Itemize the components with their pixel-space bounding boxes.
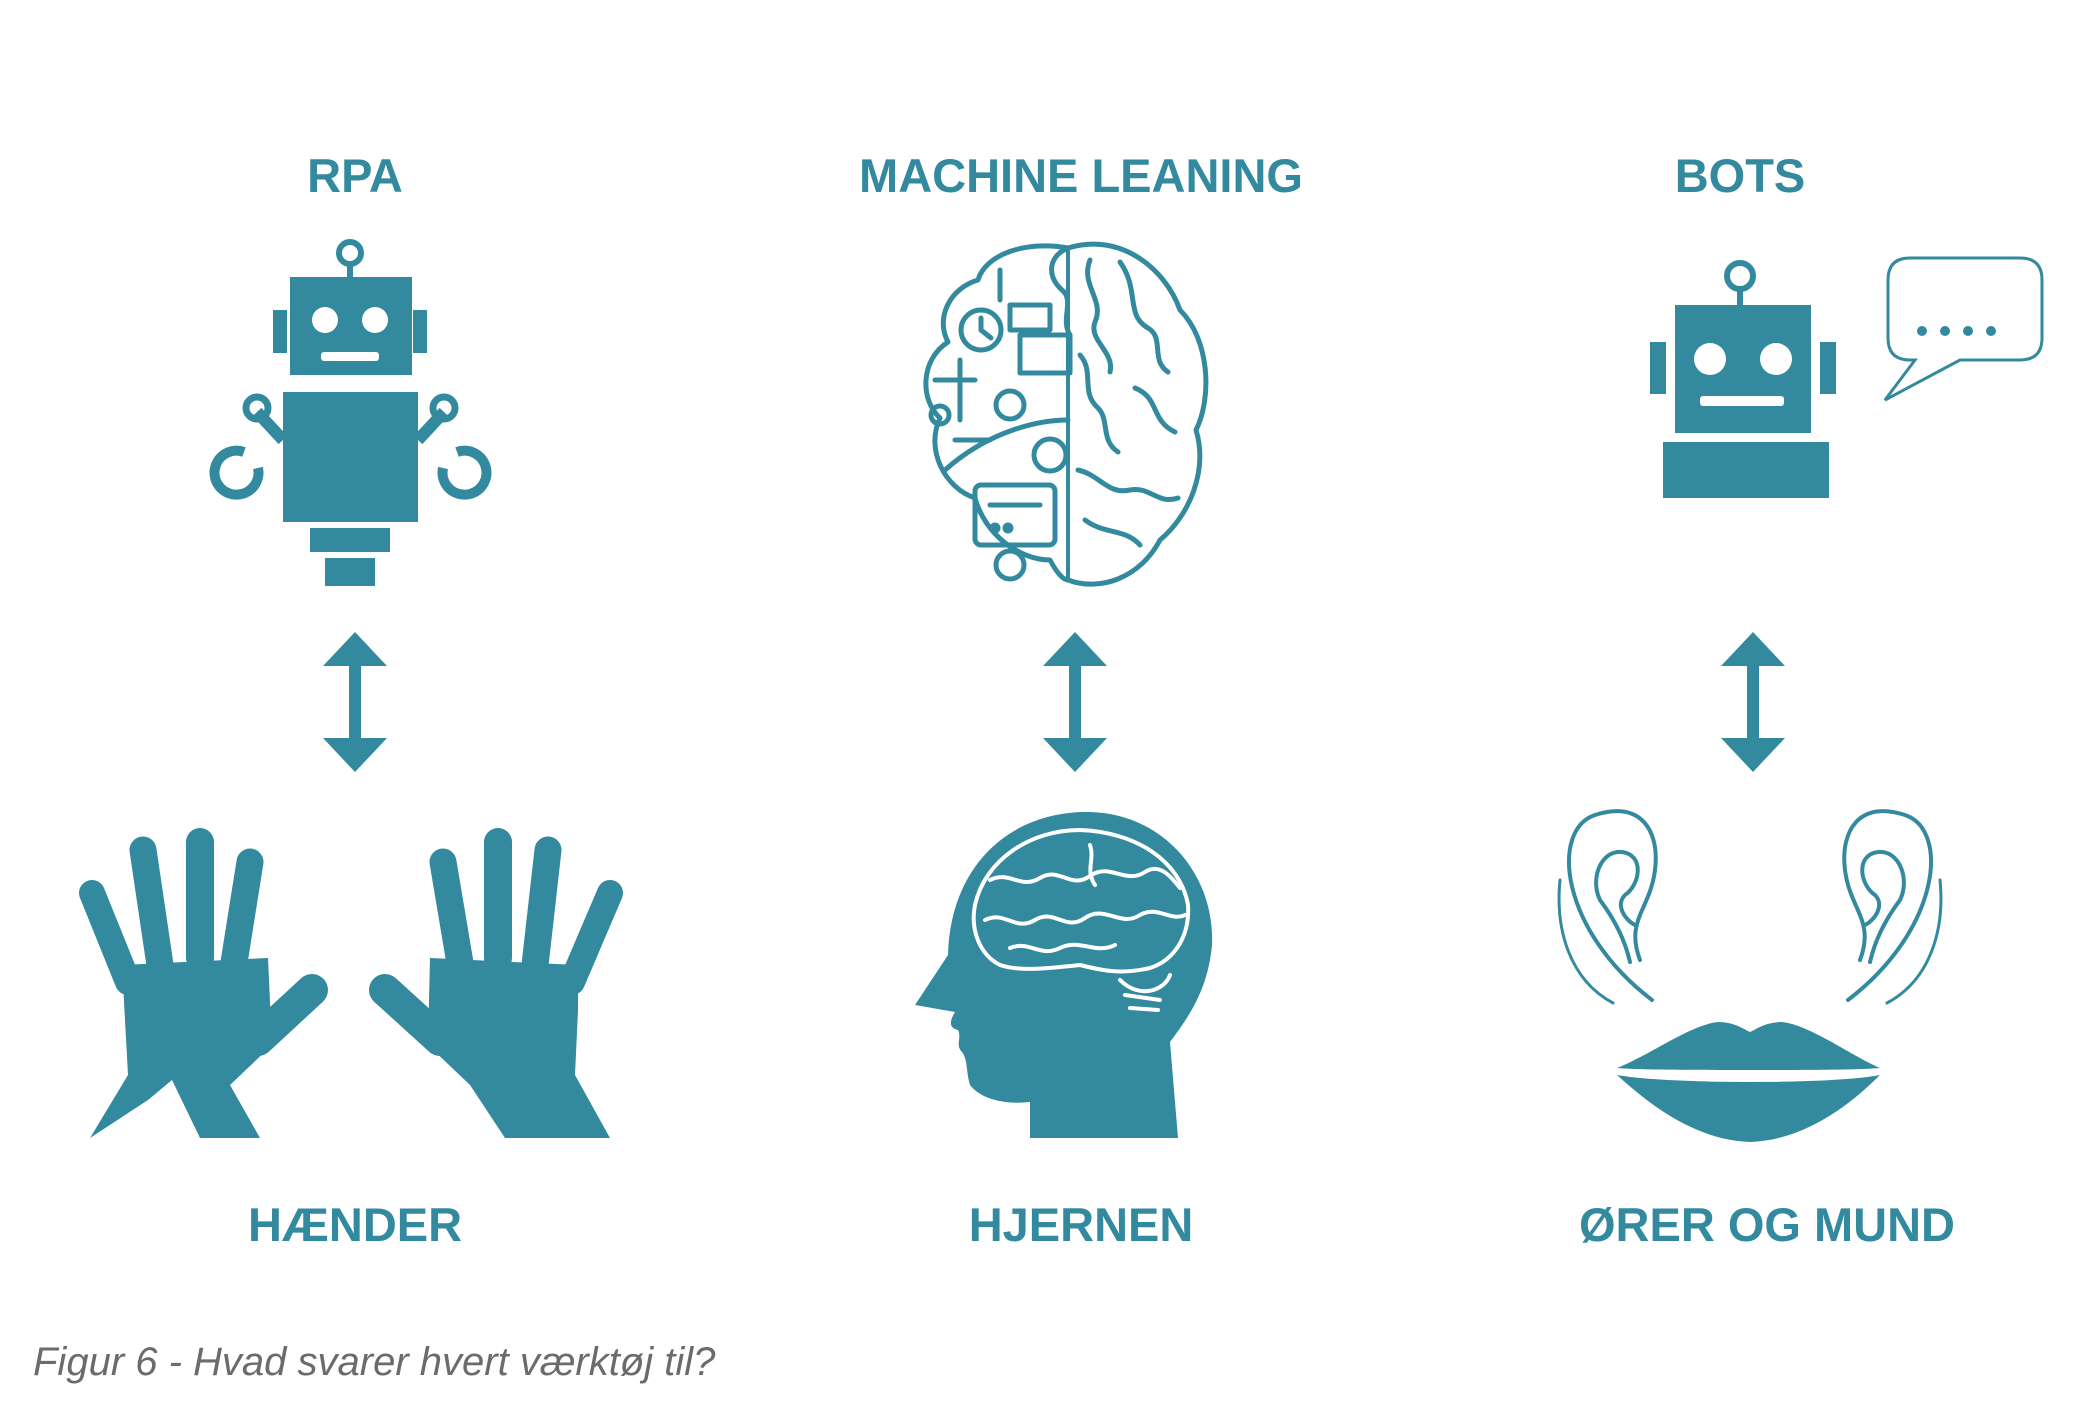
human-head-icon (915, 811, 1213, 1138)
hands-icon (79, 828, 623, 1138)
chat-robot-icon (1650, 260, 1836, 498)
rpa-title: RPA (307, 149, 403, 202)
bots-title: BOTS (1674, 149, 1806, 202)
ears-icon (1557, 809, 1943, 1005)
machine-brain-icon (923, 241, 1209, 587)
double-arrow-icon (1721, 632, 1785, 772)
figure-caption: Figur 6 - Hvad svarer hvert værktøj til? (33, 1340, 716, 1384)
speech-bubble-icon (1883, 256, 2044, 402)
machine-learning-counterpart: HJERNEN (968, 1198, 1194, 1251)
robot-icon (209, 239, 492, 586)
machine-learning-title: MACHINE LEANING (859, 149, 1303, 202)
bots-counterpart: ØRER OG MUND (1579, 1198, 1955, 1251)
double-arrow-icon (1043, 632, 1107, 772)
double-arrow-icon (323, 632, 387, 772)
rpa-counterpart: HÆNDER (247, 1198, 463, 1251)
lips-icon (1617, 1022, 1880, 1142)
